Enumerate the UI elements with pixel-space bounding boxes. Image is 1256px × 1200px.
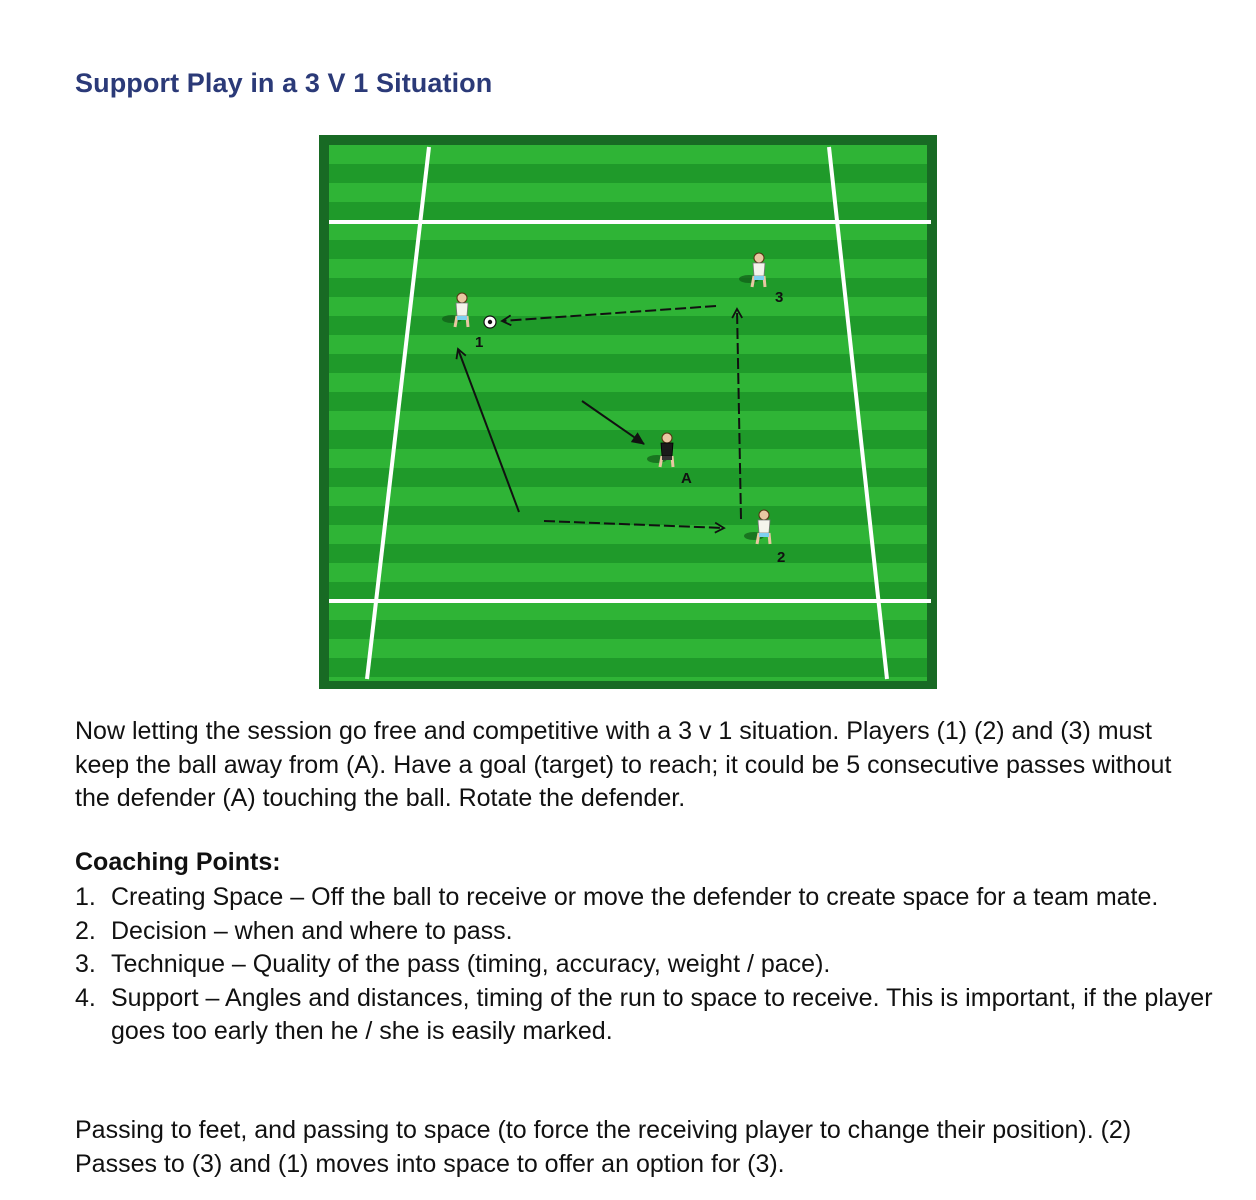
movement-arrows [455, 305, 743, 534]
pass-2-to-3-arrow [731, 307, 743, 520]
outro-paragraph: Passing to feet, and passing to space (t… [75, 1116, 1132, 1178]
defender-run-arrow [581, 400, 645, 445]
pitch-stripe [329, 259, 927, 278]
coaching-point-item: 3. Technique – Quality of the pass (timi… [75, 948, 1235, 982]
pitch-stripe [329, 506, 927, 525]
pitch-stripe [329, 544, 927, 563]
coaching-point-item: 4. Support – Angles and distances, timin… [75, 982, 1235, 1049]
pitch-stripe [329, 354, 927, 373]
pitch-stripe [329, 487, 927, 506]
pitch-stripes [329, 145, 927, 681]
player-2 [744, 509, 772, 545]
pitch-stripe [329, 145, 927, 164]
intro-paragraph: Now letting the session go free and comp… [75, 717, 1172, 812]
pitch-stripe [329, 183, 927, 202]
coaching-point-text: Technique – Quality of the pass (timing,… [111, 950, 831, 978]
pitch-stripe [329, 278, 927, 297]
coaching-point-number: 3. [75, 950, 96, 978]
coaching-point-number: 1. [75, 883, 96, 911]
pitch-stripe [329, 620, 927, 639]
coaching-points-heading: Coaching Points: [75, 848, 281, 876]
defender-a-label: A [681, 470, 692, 487]
pitch-stripe [329, 468, 927, 487]
pitch-stripe [329, 221, 927, 240]
pitch-stripe [329, 202, 927, 221]
pitch-stripe [329, 563, 927, 582]
drill-diagram: 1 3 2 A [319, 135, 937, 689]
pitch-lines [329, 146, 931, 680]
pitch-stripe [329, 430, 927, 449]
ball [483, 315, 497, 329]
left-line [365, 146, 431, 680]
pitch-stripe [329, 164, 927, 183]
player-3 [739, 252, 767, 288]
pitch-stripe [329, 582, 927, 601]
pass-to-2-arrow [543, 520, 726, 534]
pitch-stripe [329, 240, 927, 259]
pitch-stripe [329, 373, 927, 392]
pitch-stripe [329, 658, 927, 677]
defender-a [647, 432, 675, 468]
pitch-stripe [329, 449, 927, 468]
coaching-point-item: 1. Creating Space – Off the ball to rece… [75, 881, 1235, 915]
right-line [827, 146, 889, 680]
player-3-label: 3 [775, 289, 783, 306]
pitch-stripe [329, 297, 927, 316]
player-1 [442, 292, 470, 328]
pitch-stripe [329, 392, 927, 411]
pitch-stripe [329, 335, 927, 354]
coaching-point-text: Creating Space – Off the ball to receive… [111, 883, 1159, 911]
pitch-stripe [329, 411, 927, 430]
run-player-1-arrow [455, 347, 520, 513]
coaching-point-item: 2. Decision – when and where to pass. [75, 915, 1235, 949]
pitch-stripe [329, 639, 927, 658]
coaching-point-text: Support – Angles and distances, timing o… [111, 983, 1213, 1046]
coaching-point-number: 4. [75, 983, 96, 1012]
player-2-label: 2 [777, 549, 785, 566]
coaching-points-list: 1. Creating Space – Off the ball to rece… [75, 881, 1235, 1049]
pitch-stripe [329, 316, 927, 335]
pitch-stripe [329, 525, 927, 544]
pitch-stripe [329, 601, 927, 620]
page-title: Support Play in a 3 V 1 Situation [75, 68, 493, 98]
player-1-label: 1 [475, 334, 483, 351]
coaching-point-text: Decision – when and where to pass. [111, 916, 513, 945]
pass-3-to-1-arrow [500, 305, 717, 327]
coaching-point-number: 2. [75, 916, 96, 945]
pitch-stripe [329, 677, 927, 681]
